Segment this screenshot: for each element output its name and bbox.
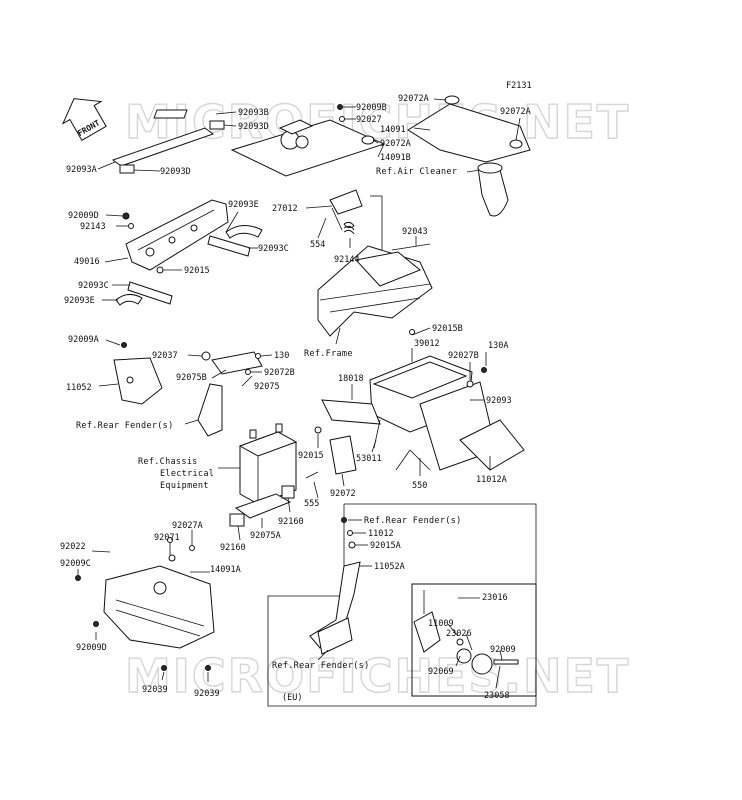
frame-leaders — [305, 195, 417, 345]
label-555: 555 — [304, 499, 319, 509]
ref-rear-fender-eu-top: Ref.Rear Fender(s) — [364, 516, 462, 526]
ref-chassis-line1: Ref.Chassis — [138, 457, 198, 467]
battery-bracket-leaders — [98, 339, 273, 425]
label-92093A: 92093A — [66, 165, 97, 175]
air-cleaner-plate-leaders — [413, 98, 521, 173]
label-92072A-mid: 92072A — [380, 139, 411, 149]
label-92022: 92022 — [60, 542, 86, 552]
label-18018: 18018 — [338, 374, 364, 384]
label-92075: 92075 — [254, 382, 280, 392]
label-39012: 39012 — [414, 339, 440, 349]
lower-cover-parts — [75, 537, 215, 671]
ref-chassis-line2: Electrical — [160, 469, 214, 479]
label-92160-left: 92160 — [220, 543, 246, 553]
label-11009: 11009 — [428, 619, 454, 629]
frame-parts — [317, 189, 433, 337]
label-92072A-right: 92072A — [500, 107, 531, 117]
label-27012: 27012 — [272, 204, 298, 214]
label-92072: 92072 — [330, 489, 356, 499]
eu-label: (EU) — [282, 693, 302, 703]
label-92071: 92071 — [154, 533, 180, 543]
label-11012: 11012 — [368, 529, 394, 539]
label-92009A: 92009A — [68, 335, 99, 345]
label-92072B: 92072B — [264, 368, 295, 378]
label-49016: 49016 — [74, 257, 100, 267]
left-cover-leaders — [97, 111, 258, 301]
battery-case-parts — [305, 329, 525, 479]
ref-chassis-line3: Equipment — [160, 481, 209, 491]
label-92093D-mid: 92093D — [160, 167, 191, 177]
label-130: 130 — [274, 351, 289, 361]
label-92009C: 92009C — [60, 559, 91, 569]
label-92015: 92015 — [184, 266, 210, 276]
watermark-bottom: MICROFICHES.NET — [125, 649, 630, 703]
top-plate-parts — [230, 104, 386, 177]
label-92160-right: 92160 — [278, 517, 304, 527]
label-92039-left: 92039 — [142, 685, 168, 695]
label-14091B: 14091B — [380, 153, 411, 163]
label-23058: 23058 — [484, 691, 510, 701]
left-cover-parts — [111, 109, 263, 306]
label-550: 550 — [412, 481, 427, 491]
air-cleaner-plate-parts — [407, 95, 531, 217]
label-92075B: 92075B — [176, 373, 207, 383]
label-92093B: 92093B — [238, 108, 269, 118]
label-92009B: 92009B — [356, 103, 387, 113]
top-plate-leaders — [343, 106, 385, 158]
label-130A: 130A — [488, 341, 508, 351]
label-92039-right: 92039 — [194, 689, 220, 699]
ref-air-cleaner: Ref.Air Cleaner — [376, 167, 457, 177]
label-11052: 11052 — [66, 383, 92, 393]
eu-parts — [309, 517, 519, 675]
label-92072A-top: 92072A — [398, 94, 429, 104]
label-92143: 92143 — [80, 222, 106, 232]
label-11012A: 11012A — [476, 475, 507, 485]
eu-leaders — [317, 519, 503, 689]
label-53011: 53011 — [356, 454, 382, 464]
label-92093E-left: 92093E — [64, 296, 95, 306]
label-92093D-top: 92093D — [238, 122, 269, 132]
label-11052A: 11052A — [374, 562, 405, 572]
label-92009: 92009 — [490, 645, 516, 655]
battery-case-leaders — [313, 327, 491, 499]
label-92027: 92027 — [356, 115, 382, 125]
label-14091: 14091 — [380, 125, 406, 135]
label-92009D: 92009D — [68, 211, 99, 221]
label-92027B: 92027B — [448, 351, 479, 361]
label-14091A: 14091A — [210, 565, 241, 575]
label-92093C-right: 92093C — [258, 244, 289, 254]
battery-parts — [229, 423, 298, 527]
label-92093: 92093 — [486, 396, 512, 406]
front-arrow-icon — [61, 98, 107, 142]
label-92093C-left: 92093C — [78, 281, 109, 291]
label-92009D-low: 92009D — [76, 643, 107, 653]
label-23026: 23026 — [446, 629, 472, 639]
lower-cover-leaders — [77, 530, 210, 682]
label-92075A: 92075A — [250, 531, 281, 541]
battery-bracket-parts — [113, 342, 263, 437]
battery-leaders — [218, 467, 291, 541]
part-labels: 92093B 92093D 92093A 92093D 92009D 92143… — [60, 94, 531, 703]
label-554: 554 — [310, 240, 325, 250]
label-92015B: 92015B — [432, 324, 463, 334]
figure-code: F2131 — [506, 81, 532, 91]
label-23016: 23016 — [482, 593, 508, 603]
label-92015A: 92015A — [370, 541, 401, 551]
label-92015-mid: 92015 — [298, 451, 324, 461]
label-92144: 92144 — [334, 255, 360, 265]
ref-rear-fender-eu-bottom: Ref.Rear Fender(s) — [272, 661, 370, 671]
label-92043: 92043 — [402, 227, 428, 237]
label-92069: 92069 — [428, 667, 454, 677]
label-92093E-right: 92093E — [228, 200, 259, 210]
label-92037: 92037 — [152, 351, 178, 361]
label-92027A: 92027A — [172, 521, 203, 531]
ref-rear-fender-left: Ref.Rear Fender(s) — [76, 421, 174, 431]
ref-frame: Ref.Frame — [304, 349, 353, 359]
